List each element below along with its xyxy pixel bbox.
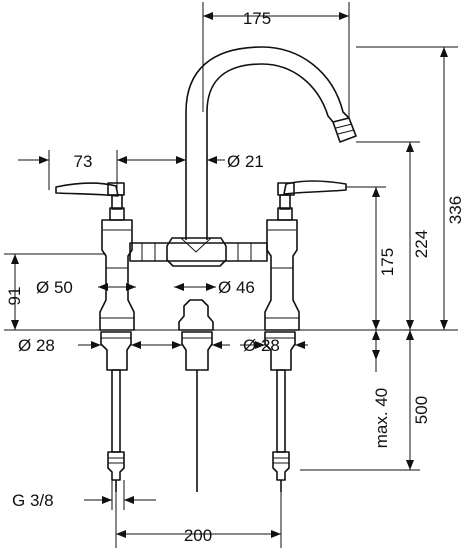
label-handle-height: 175: [378, 248, 397, 276]
label-spout-diameter: Ø 21: [227, 152, 264, 171]
label-max-thickness: max. 40: [372, 388, 391, 448]
right-hose: [276, 369, 286, 453]
popup-knob: [178, 299, 214, 331]
label-handle-offset: 73: [74, 152, 93, 171]
label-spout-reach: 175: [243, 9, 271, 28]
label-hose-length: 500: [412, 396, 431, 424]
label-body-diameter-center: Ø 46: [218, 278, 255, 297]
aerator: [332, 117, 357, 143]
spout-inner: [206, 63, 334, 240]
faucet-outline: [55, 46, 357, 492]
spout-hub: [166, 237, 227, 267]
label-spout-outlet-height: 224: [412, 230, 431, 258]
right-hose-connector: [272, 451, 290, 481]
dimension-lines: [4, 2, 458, 548]
dimension-labels: 175 73 Ø 21 336 224 175 91 Ø 50 Ø 46 Ø 2…: [5, 9, 463, 545]
bridge-pipe: [129, 242, 268, 262]
label-connection-thread: G 3/8: [12, 491, 54, 510]
label-center-distance: 200: [184, 526, 212, 545]
label-body-height: 91: [5, 287, 24, 306]
right-shank: [264, 331, 296, 371]
label-shank-diameter-left: Ø 28: [18, 336, 55, 355]
label-total-height: 336: [446, 196, 463, 224]
left-shank: [100, 331, 132, 371]
left-hose: [111, 369, 121, 453]
left-handle-lever: [55, 182, 119, 197]
left-hose-connector: [107, 451, 125, 481]
label-body-diameter-left: Ø 50: [36, 278, 73, 297]
center-shank: [181, 331, 213, 371]
label-shank-diameter-right: Ø 28: [243, 336, 280, 355]
spout-outer: [185, 46, 350, 240]
right-valve-body: [264, 219, 300, 331]
left-valve-body: [99, 219, 135, 331]
right-handle-lever: [283, 180, 347, 195]
